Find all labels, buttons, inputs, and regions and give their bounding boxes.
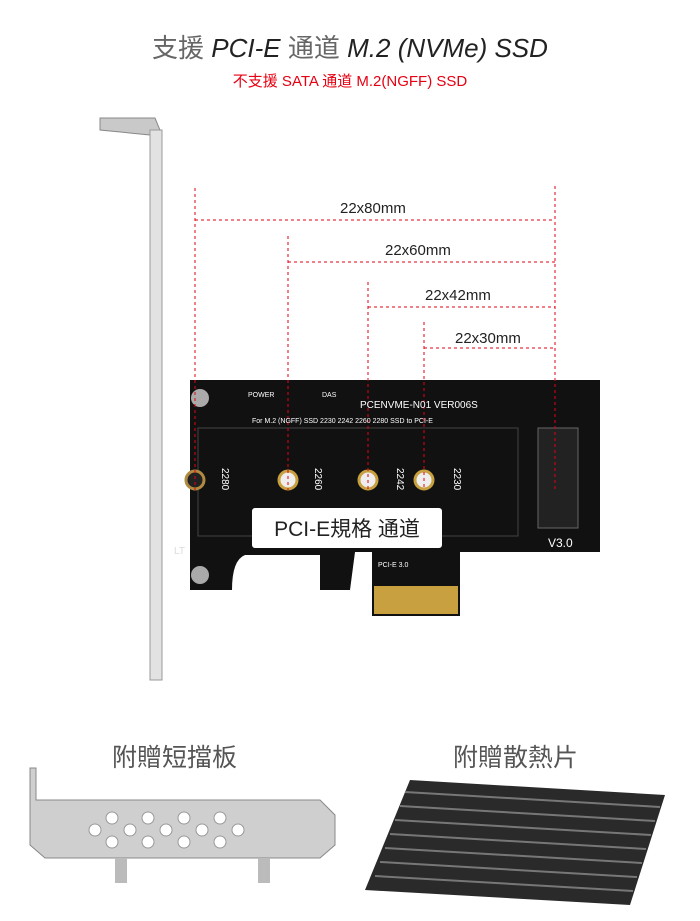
- pcie-label: PCI-E 3.0: [378, 562, 409, 569]
- board-support-text: For M.2 (NGFF) SSD 2230 2242 2260 2280 S…: [252, 418, 433, 425]
- version-label: V3.0: [548, 536, 573, 550]
- bracket-caption: 附贈短擋板: [112, 744, 238, 772]
- m2-connector: [537, 427, 579, 529]
- dim-label-2242: 22x42mm: [425, 287, 491, 304]
- standoff: [277, 469, 299, 491]
- slot-label: 2280: [219, 468, 230, 491]
- title-part: M.2 (NVMe) SSD: [347, 33, 548, 63]
- gold-fingers: [374, 586, 458, 614]
- dimension-lines: [194, 186, 556, 490]
- heatsink: [365, 780, 665, 905]
- power-label: POWER: [248, 392, 275, 399]
- pcie-overlay-label: PCI-E規格 通道: [252, 508, 442, 548]
- slot-label: 2242: [394, 468, 405, 491]
- slot-label: 2230: [451, 468, 462, 491]
- board-model: PCENVME-N01 VER006S: [360, 400, 478, 411]
- title-part: PCI-E: [211, 33, 281, 63]
- dim-label-2260: 22x60mm: [385, 242, 451, 259]
- heatsink-caption: 附贈散熱片: [453, 744, 579, 772]
- title-part: 通道: [287, 33, 340, 63]
- screw: [191, 389, 209, 407]
- das-label: DAS: [322, 392, 337, 399]
- lt-label: LT: [174, 546, 185, 557]
- full-bracket: [99, 117, 163, 681]
- page-title: 支援 PCI-E 通道 M.2 (NVMe) SSD: [0, 28, 700, 65]
- standoff: [184, 469, 206, 491]
- subtitle: 不支援 SATA 通道 M.2(NGFF) SSD: [232, 73, 468, 90]
- slot-label: 2260: [312, 468, 323, 491]
- dim-label-2230: 22x30mm: [455, 330, 521, 347]
- title-part: 支援: [152, 33, 205, 63]
- low-profile-bracket: [29, 767, 336, 883]
- screw: [191, 566, 209, 584]
- dim-label-2280: 22x80mm: [340, 200, 406, 217]
